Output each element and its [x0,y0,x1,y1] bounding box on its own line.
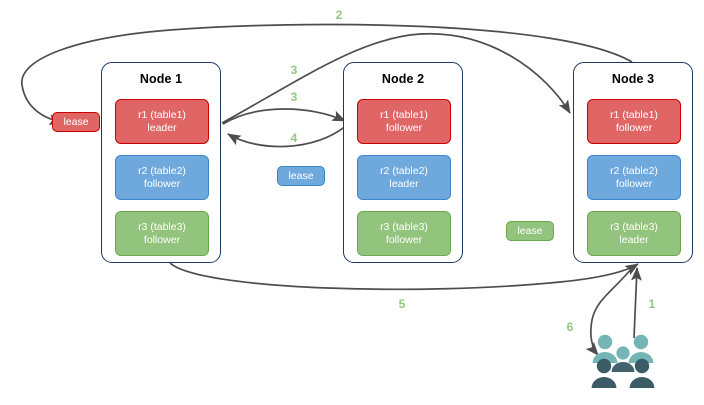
replica-name: r1 (table1) [610,108,658,121]
node-card-3[interactable]: Node 3 r1 (table1) follower r2 (table2) … [573,62,693,263]
replica-role: follower [615,177,653,190]
replica-role: follower [385,121,423,134]
edge-3-node1-to-node2 [222,108,346,125]
node-title: Node 3 [611,72,655,86]
replica-name: r2 (table2) [610,164,658,177]
lease-badge-r1[interactable]: lease [52,112,100,132]
replica-r3[interactable]: r3 (table3) follower [115,211,209,256]
node-title: Node 2 [381,72,425,86]
replica-role: leader [147,121,177,134]
node-title: Node 1 [139,72,183,86]
replica-role: follower [615,121,653,134]
replica-name: r2 (table2) [380,164,428,177]
replica-name: r1 (table1) [138,108,186,121]
node-card-2[interactable]: Node 2 r1 (table1) follower r2 (table2) … [343,62,463,263]
replica-r3[interactable]: r3 (table3) leader [587,211,681,256]
node-card-1[interactable]: Node 1 r1 (table1) leader r2 (table2) fo… [101,62,221,263]
step-label-3-lower: 3 [290,90,298,104]
replica-name: r1 (table1) [380,108,428,121]
replica-r1[interactable]: r1 (table1) follower [587,99,681,144]
replica-name: r3 (table3) [138,220,186,233]
replica-r3[interactable]: r3 (table3) follower [357,211,451,256]
step-label-5: 5 [398,297,406,311]
replica-name: r3 (table3) [380,220,428,233]
replica-name: r3 (table3) [610,220,658,233]
step-label-3-upper: 3 [290,63,298,77]
step-label-2: 2 [335,8,343,22]
replica-r1[interactable]: r1 (table1) leader [115,99,209,144]
step-label-6: 6 [566,320,574,334]
lease-badge-r2[interactable]: lease [277,166,325,186]
users-group-icon [591,334,655,388]
step-label-4: 4 [290,131,298,145]
replica-role: follower [143,177,181,190]
replica-r2[interactable]: r2 (table2) leader [357,155,451,200]
replica-r2[interactable]: r2 (table2) follower [587,155,681,200]
replica-role: leader [619,233,649,246]
replica-r2[interactable]: r2 (table2) follower [115,155,209,200]
replica-name: r2 (table2) [138,164,186,177]
replica-r1[interactable]: r1 (table1) follower [357,99,451,144]
replica-role: leader [389,177,419,190]
replica-role: follower [385,233,423,246]
edge-5-node1-to-node3 [169,262,639,291]
step-label-1: 1 [648,297,656,311]
lease-badge-r3[interactable]: lease [506,221,554,241]
edge-1-client-to-node3 [631,266,642,339]
replica-role: follower [143,233,181,246]
